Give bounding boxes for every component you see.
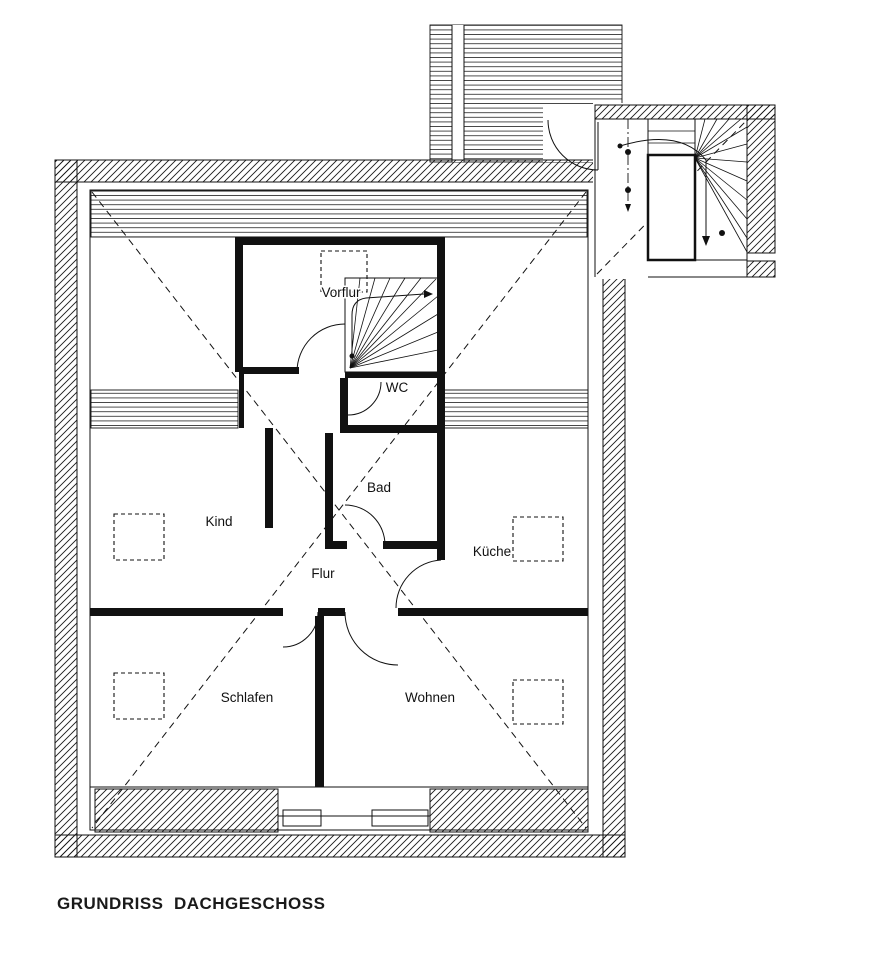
skylight-marker	[113, 513, 165, 561]
post-symbol	[625, 149, 631, 155]
skylight-marker	[113, 672, 165, 720]
bottom-knee-wall	[90, 786, 589, 833]
plan-caption: GRUNDRISS DACHGESCHOSS	[57, 894, 325, 913]
room-label-schlafen: Schlafen	[221, 690, 274, 705]
stair-walkline	[351, 293, 425, 356]
door-arc-wohnen	[344, 611, 399, 666]
skylight-marker	[512, 679, 564, 725]
annex-stairwell	[646, 153, 697, 262]
room-label-kueche: Küche	[473, 544, 511, 559]
interior-stair	[344, 277, 439, 373]
room-label-bad: Bad	[367, 480, 391, 495]
stair-direction-arrow	[424, 290, 433, 298]
room-label-wc: WC	[386, 380, 409, 395]
roof-slope-bands	[90, 190, 589, 429]
room-label-wohnen: Wohnen	[405, 690, 455, 705]
annex-walkline	[619, 139, 707, 236]
window-symbol	[371, 809, 429, 827]
door-arc-wc	[347, 381, 382, 416]
door-arc-vorflur	[296, 323, 346, 373]
room-label-vorflur: Vorflur	[321, 285, 361, 300]
annex-stair-treads	[648, 118, 748, 253]
skylight-marker	[512, 516, 564, 562]
post-symbol	[625, 187, 631, 193]
door-arc-schlafen	[282, 611, 319, 648]
skylight-markers	[113, 250, 564, 725]
skylight-marker	[320, 250, 368, 293]
room-label-kind: Kind	[205, 514, 232, 529]
stair-annex	[547, 103, 777, 279]
door-swings	[282, 323, 442, 666]
post-symbol	[719, 230, 725, 236]
room-label-flur: Flur	[311, 566, 335, 581]
upper-roof-strip	[429, 24, 623, 163]
room-labels: Vorflur WC Bad Kind Küche Flur Schlafen …	[204, 284, 513, 707]
interior-walls	[90, 237, 588, 787]
annex-door-arc	[547, 119, 599, 171]
window-symbol	[282, 809, 322, 827]
door-arc-bad	[344, 504, 386, 546]
roof-hip-lines	[91, 191, 587, 829]
outer-walls	[54, 159, 626, 858]
door-arc-kueche	[395, 559, 442, 609]
annex-direction-arrow	[702, 236, 710, 246]
